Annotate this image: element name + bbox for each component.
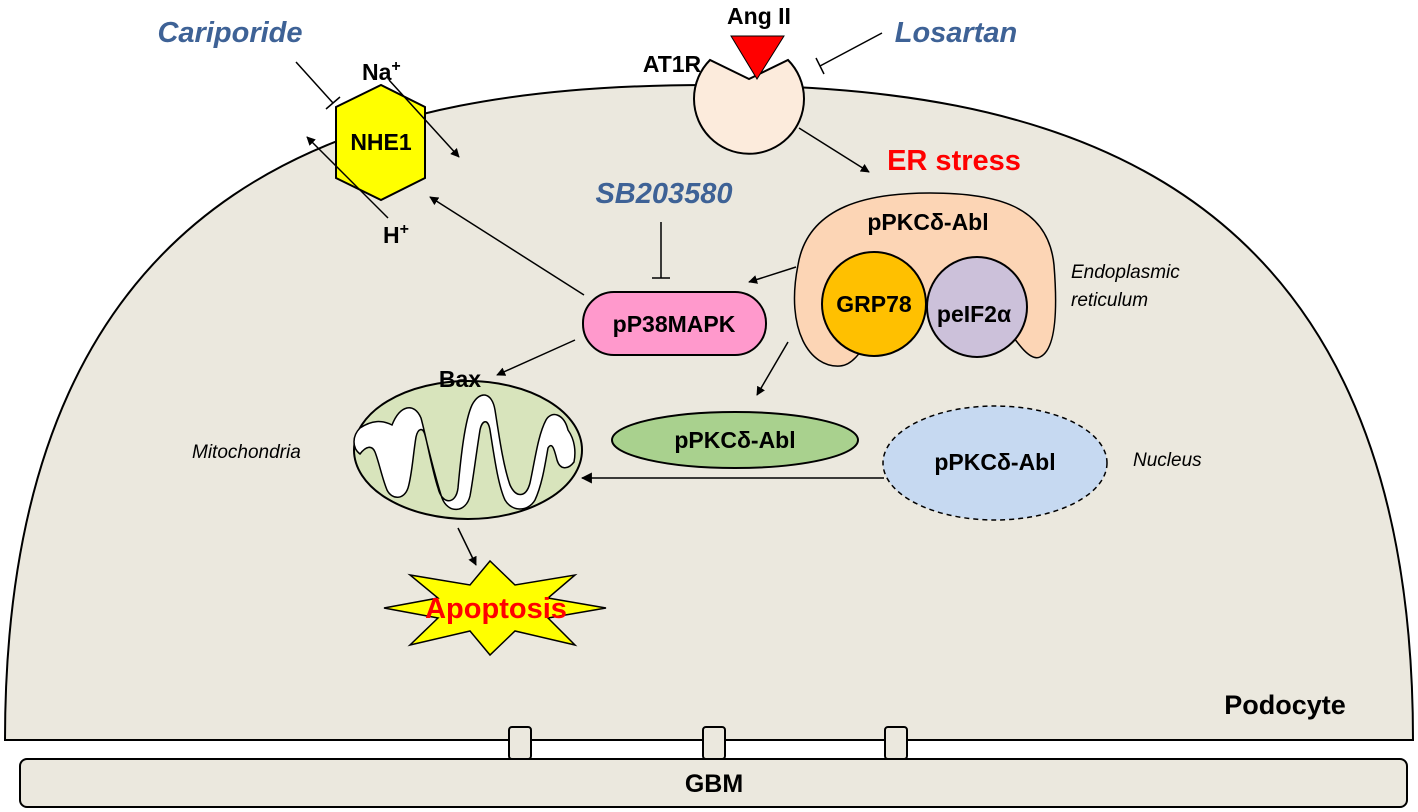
- mitochondria-cristae: [353, 394, 576, 511]
- mitochondria-label: Mitochondria: [192, 442, 301, 463]
- cytosolic-pkc-abl-label: pPKCδ-Abl: [674, 427, 795, 453]
- grp78-circle: [821, 251, 927, 357]
- p38mapk-box: [582, 291, 767, 356]
- na-ion-arrow: [388, 79, 460, 158]
- at1r-label: AT1R: [643, 51, 702, 77]
- mito-to-apoptosis-arrow: [457, 527, 477, 566]
- apoptosis-starburst: [383, 559, 607, 657]
- cytosolic-pkc-abl-ellipse: [611, 411, 859, 469]
- ang2-label: Ang II: [727, 3, 791, 29]
- nucleus-label: Nucleus: [1133, 450, 1202, 471]
- er-pkc-abl-label: pPKCδ-Abl: [867, 209, 988, 235]
- gbm-label: GBM: [685, 770, 743, 798]
- h-ion-label: H+: [383, 221, 409, 248]
- sb203580-inhibition: [652, 222, 670, 279]
- er-stress-label: ER stress: [887, 145, 1021, 177]
- foot-process-3: [884, 726, 908, 760]
- nucleus-ellipse: [882, 405, 1108, 521]
- losartan-label: Losartan: [895, 17, 1017, 49]
- bax-label: Bax: [439, 366, 481, 392]
- nhe1-exchanger: [335, 83, 426, 202]
- er-to-cyto-pkc-arrow: [756, 341, 789, 396]
- p38-to-bax-arrow: [496, 339, 576, 376]
- er-to-p38-arrow: [748, 266, 797, 284]
- losartan-inhibition: [815, 32, 883, 75]
- cariporide-inhibition: [295, 61, 341, 110]
- apoptosis-label: Apoptosis: [425, 593, 567, 625]
- nhe1-label: NHE1: [350, 129, 412, 155]
- h-ion-arrow: [306, 136, 389, 219]
- sb203580-label: SB203580: [595, 178, 732, 210]
- cariporide-label: Cariporide: [157, 17, 302, 49]
- podocyte-label: Podocyte: [1224, 690, 1346, 720]
- p38-to-nhe1-arrow: [429, 196, 585, 296]
- p38mapk-label: pP38MAPK: [613, 311, 736, 337]
- grp78-label: GRP78: [836, 291, 912, 317]
- at1r-to-er-arrow: [798, 127, 870, 173]
- er-organelle-label-2: reticulum: [1071, 290, 1148, 311]
- ang2-ligand: [730, 35, 785, 80]
- na-ion-label: Na+: [362, 58, 401, 85]
- gbm-bar: [19, 758, 1408, 808]
- peif2a-label: peIF2α: [937, 301, 1011, 327]
- er-organelle-label-1: Endoplasmic: [1071, 262, 1180, 283]
- foot-process-2: [702, 726, 726, 760]
- nucleus-pkc-abl-label: pPKCδ-Abl: [934, 449, 1055, 475]
- at1r-receptor: [693, 58, 805, 155]
- foot-process-1: [508, 726, 532, 760]
- peif2a-circle: [926, 256, 1028, 358]
